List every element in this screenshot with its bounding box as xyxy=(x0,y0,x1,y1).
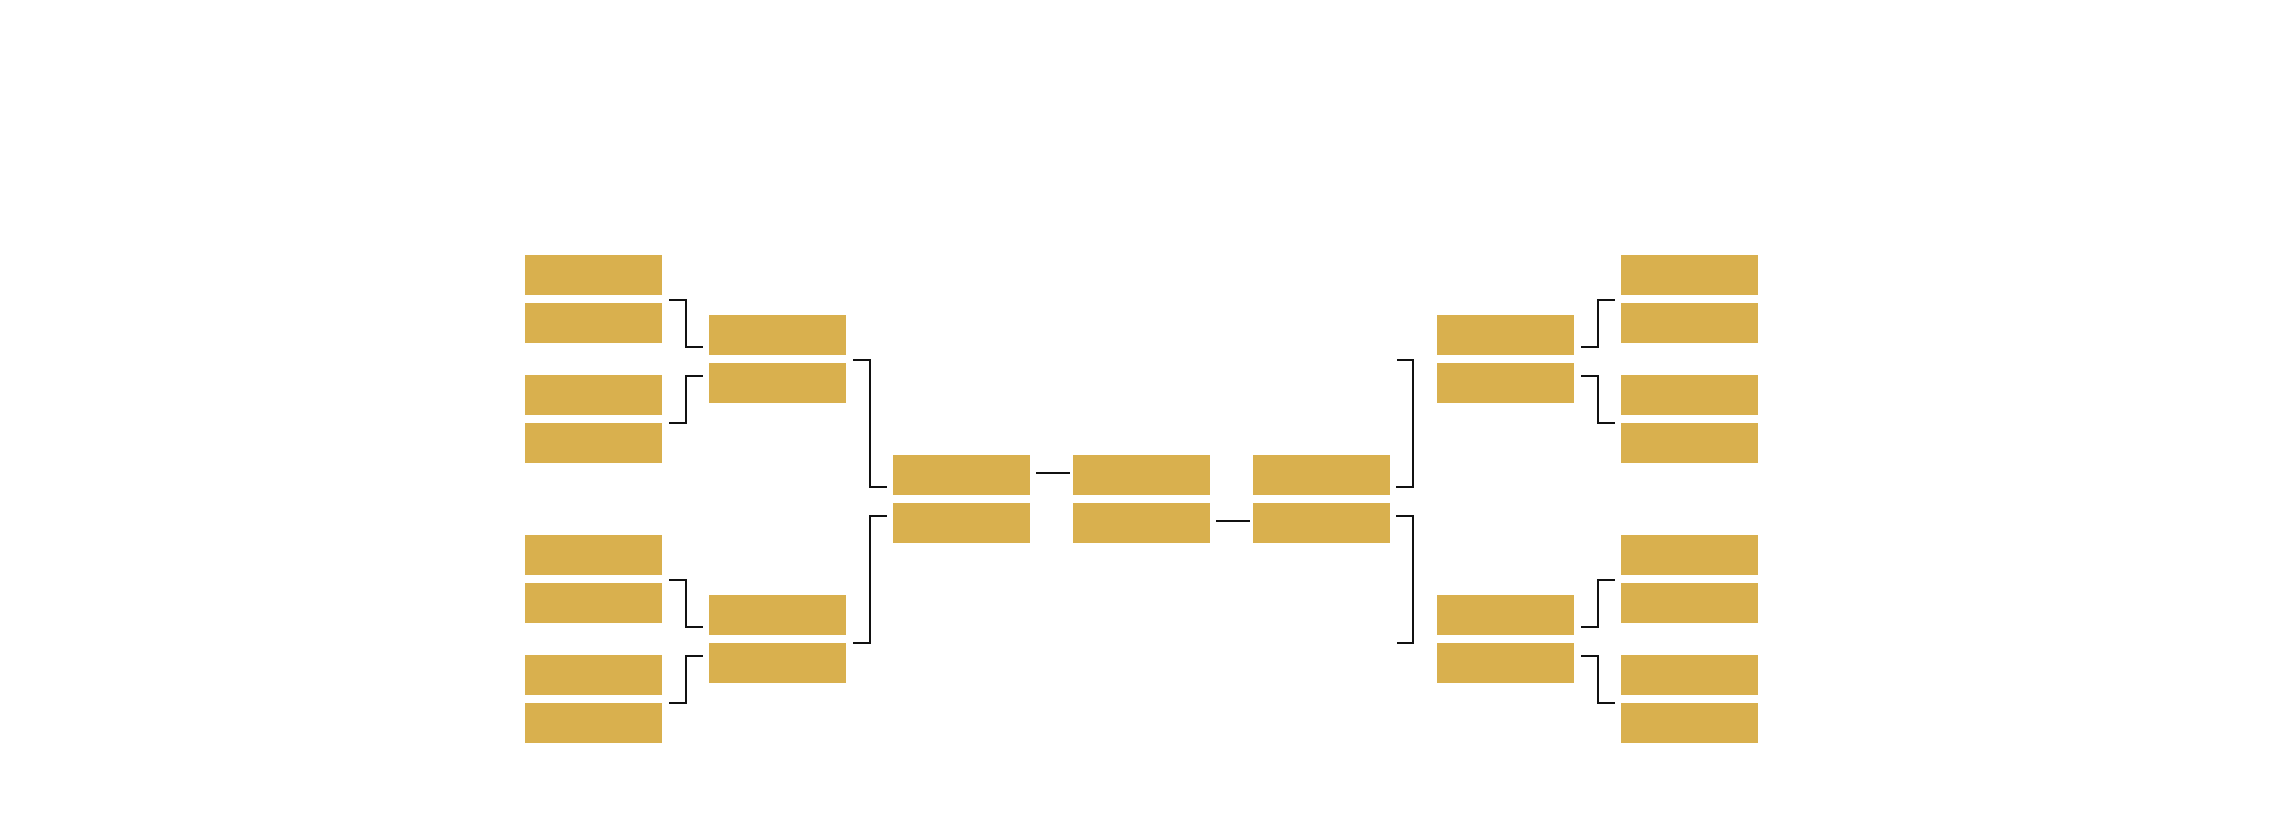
left-round1-slot-8 xyxy=(525,703,662,743)
right-round2-slot-1 xyxy=(1437,315,1574,355)
left-connector-r1-b xyxy=(669,375,703,424)
right-round1-slot-3 xyxy=(1621,375,1758,415)
left-round1-slot-7 xyxy=(525,655,662,695)
left-round3-slot-2 xyxy=(893,503,1030,543)
right-round1-slot-6 xyxy=(1621,583,1758,623)
left-connector-r2-a xyxy=(853,359,887,488)
final-slot-2 xyxy=(1073,503,1210,543)
left-round1-slot-2 xyxy=(525,303,662,343)
left-connector-r1-d xyxy=(669,655,703,704)
left-round1-slot-1 xyxy=(525,255,662,295)
right-connector-r1-a xyxy=(1581,299,1615,348)
right-round1-slot-8 xyxy=(1621,703,1758,743)
right-connector-r1-c xyxy=(1581,579,1615,628)
final-slot-1 xyxy=(1073,455,1210,495)
left-round2-slot-1 xyxy=(709,315,846,355)
left-round2-slot-2 xyxy=(709,363,846,403)
left-round1-slot-3 xyxy=(525,375,662,415)
right-connector-r1-b xyxy=(1581,375,1615,424)
right-connector-r2-b xyxy=(1396,515,1414,644)
left-round1-slot-4 xyxy=(525,423,662,463)
right-round2-slot-3 xyxy=(1437,595,1574,635)
right-round3-slot-2 xyxy=(1253,503,1390,543)
right-round1-slot-1 xyxy=(1621,255,1758,295)
left-round1-slot-5 xyxy=(525,535,662,575)
right-round3-slot-1 xyxy=(1253,455,1390,495)
left-round1-slot-6 xyxy=(525,583,662,623)
left-round3-slot-1 xyxy=(893,455,1030,495)
right-round2-slot-2 xyxy=(1437,363,1574,403)
left-connector-r1-c xyxy=(669,579,703,628)
left-round2-slot-3 xyxy=(709,595,846,635)
right-round1-slot-5 xyxy=(1621,535,1758,575)
right-round1-slot-2 xyxy=(1621,303,1758,343)
right-connector-r2-a xyxy=(1396,359,1414,488)
left-round2-slot-4 xyxy=(709,643,846,683)
left-connector-r2-b xyxy=(853,515,887,644)
right-round1-slot-4 xyxy=(1621,423,1758,463)
right-connector-r1-d xyxy=(1581,655,1615,704)
right-round2-slot-4 xyxy=(1437,643,1574,683)
left-connector-r1-a xyxy=(669,299,703,348)
right-round1-slot-7 xyxy=(1621,655,1758,695)
